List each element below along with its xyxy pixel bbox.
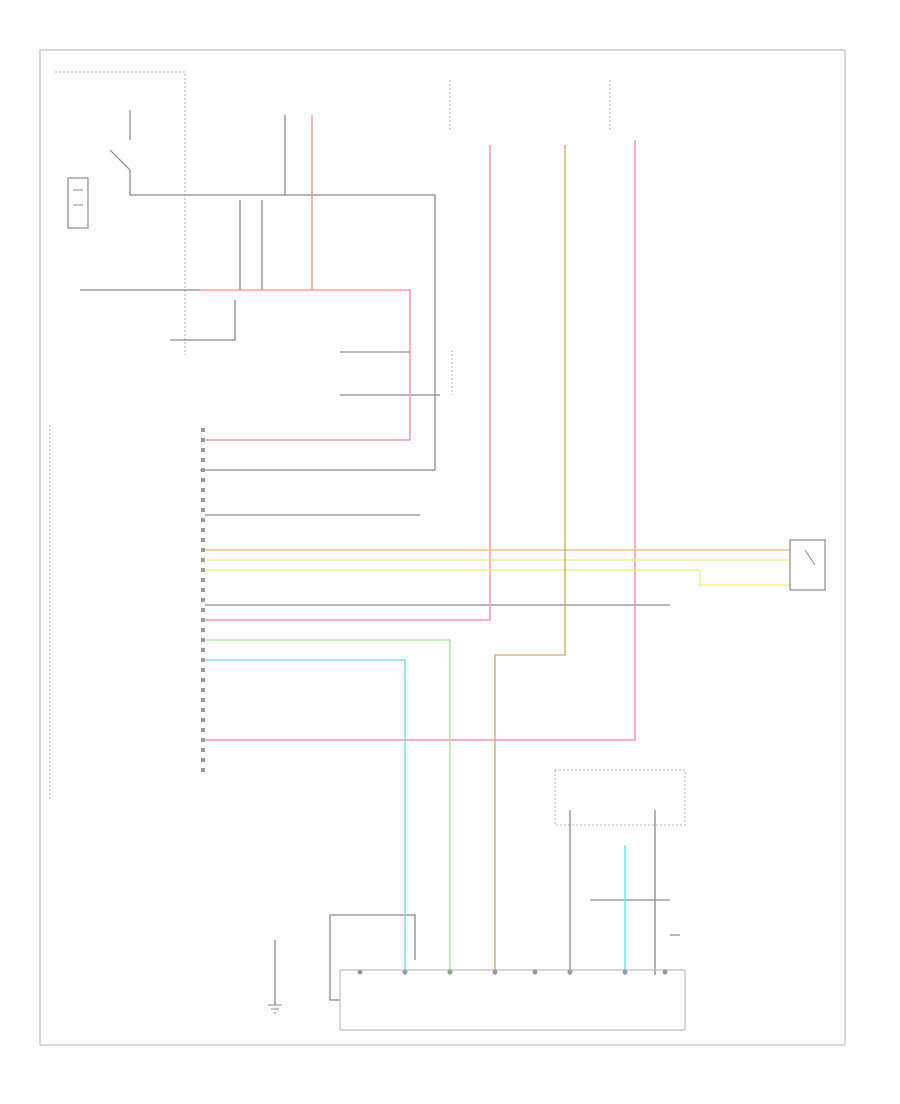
wire-bottom-left-loop xyxy=(329,914,416,1001)
module-pin-column xyxy=(201,428,205,772)
connector-pin xyxy=(567,969,573,975)
connector-pin xyxy=(492,969,498,975)
connector-pin xyxy=(201,628,205,632)
wire-red-main xyxy=(200,289,411,441)
connector-pin xyxy=(201,498,205,502)
connector-pin xyxy=(201,738,205,742)
connector-pin xyxy=(201,578,205,582)
connector-pin xyxy=(201,448,205,452)
connector-pin xyxy=(201,658,205,662)
position-sensor-icon xyxy=(789,539,826,591)
connector-pin xyxy=(201,438,205,442)
connector-pin xyxy=(201,478,205,482)
connector-pin xyxy=(201,698,205,702)
connector-pin xyxy=(201,528,205,532)
switch-icon xyxy=(109,149,131,171)
connector-pin xyxy=(201,758,205,762)
connector-pin xyxy=(201,638,205,642)
connector-pin xyxy=(201,488,205,492)
wire-ground-loop xyxy=(170,300,236,341)
wire-red-left xyxy=(205,145,491,621)
connector-pin xyxy=(201,548,205,552)
fuse-box-outline-left xyxy=(55,71,186,355)
connector-pin xyxy=(201,428,205,432)
connector-pin xyxy=(402,969,408,975)
diagram-border xyxy=(39,49,846,1046)
wire-red-right xyxy=(205,140,636,741)
wire-yellow-return xyxy=(205,569,790,586)
connector-pin xyxy=(201,508,205,512)
connector-pin xyxy=(201,458,205,462)
connector-pin xyxy=(201,558,205,562)
wire-tan-power xyxy=(494,145,566,975)
bottom-pin-row xyxy=(357,969,668,975)
connector-pin xyxy=(532,969,538,975)
ground-icon xyxy=(268,1004,282,1014)
connector-pin xyxy=(201,668,205,672)
connector-pin xyxy=(201,768,205,772)
connector-pin xyxy=(201,468,205,472)
connector-pin xyxy=(201,678,205,682)
connector-pin xyxy=(201,718,205,722)
connector-pin xyxy=(622,969,628,975)
connector-pin xyxy=(201,598,205,602)
connector-pin xyxy=(662,969,668,975)
wire-small-feeds xyxy=(340,351,440,396)
connector-pin xyxy=(201,688,205,692)
relay-module-outline xyxy=(554,769,686,826)
connector-pin xyxy=(201,748,205,752)
connector-pin xyxy=(201,518,205,522)
connector-pin xyxy=(201,538,205,542)
wire-relay-feeds xyxy=(569,810,680,975)
connector-pin xyxy=(201,608,205,612)
connector-pin xyxy=(201,648,205,652)
wire-ground-bus xyxy=(129,170,436,471)
connector-pin xyxy=(201,568,205,572)
connector-pin xyxy=(201,708,205,712)
connector-pin xyxy=(201,618,205,622)
wire-cyan-signal xyxy=(205,659,406,975)
connector-pin xyxy=(357,969,363,975)
connector-pin xyxy=(201,728,205,732)
connector-pin xyxy=(447,969,453,975)
bottom-module-box xyxy=(339,969,686,1031)
sensor-arm-icon xyxy=(804,549,816,566)
wire-green-signal xyxy=(205,639,451,975)
battery-icon xyxy=(67,177,89,229)
connector-pin xyxy=(201,588,205,592)
